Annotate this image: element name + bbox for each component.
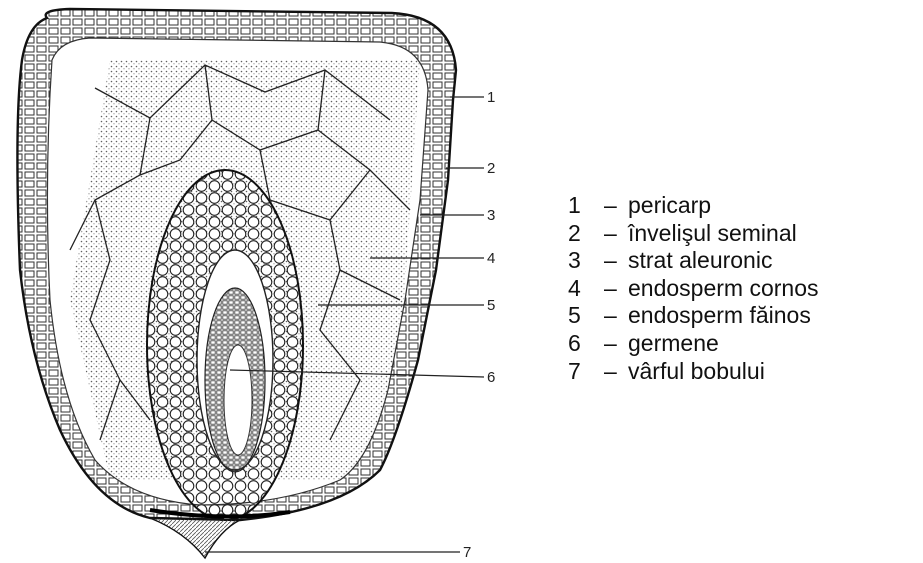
legend-item-germ: 6 – germene <box>568 330 819 358</box>
legend-item-seed-coat: 2 – învelişul seminal <box>568 220 819 248</box>
legend-number: 2 <box>568 220 604 247</box>
germ-region <box>147 170 303 520</box>
legend-label: pericarp <box>628 192 711 219</box>
legend-item-grain-tip: 7 – vârful bobului <box>568 358 819 386</box>
callout-2: 2 <box>487 160 495 177</box>
legend-number: 7 <box>568 358 604 385</box>
legend-dash: – <box>604 275 628 302</box>
legend-label: strat aleuronic <box>628 247 772 274</box>
legend-number: 4 <box>568 275 604 302</box>
legend-label: vârful bobului <box>628 358 765 385</box>
legend-item-pericarp: 1 – pericarp <box>568 192 819 220</box>
legend-dash: – <box>604 330 628 357</box>
callout-3: 3 <box>487 207 495 224</box>
callout-7: 7 <box>463 544 471 561</box>
legend-number: 1 <box>568 192 604 219</box>
callout-numbers: 1 2 3 4 5 6 7 <box>463 89 495 561</box>
legend-dash: – <box>604 358 628 385</box>
legend-dash: – <box>604 302 628 329</box>
callout-1: 1 <box>487 89 495 106</box>
legend-label: endosperm cornos <box>628 275 819 302</box>
legend: 1 – pericarp 2 – învelişul seminal 3 – s… <box>568 192 819 385</box>
legend-dash: – <box>604 192 628 219</box>
legend-number: 5 <box>568 302 604 329</box>
legend-label: germene <box>628 330 719 357</box>
legend-item-horny-endosperm: 4 – endosperm cornos <box>568 275 819 303</box>
legend-dash: – <box>604 220 628 247</box>
callout-5: 5 <box>487 297 495 314</box>
legend-label: învelişul seminal <box>628 220 797 247</box>
legend-item-floury-endosperm: 5 – endosperm făinos <box>568 302 819 330</box>
legend-number: 3 <box>568 247 604 274</box>
legend-item-aleurone: 3 – strat aleuronic <box>568 247 819 275</box>
callout-6: 6 <box>487 369 495 386</box>
legend-number: 6 <box>568 330 604 357</box>
legend-label: endosperm făinos <box>628 302 811 329</box>
legend-dash: – <box>604 247 628 274</box>
callout-4: 4 <box>487 250 495 267</box>
